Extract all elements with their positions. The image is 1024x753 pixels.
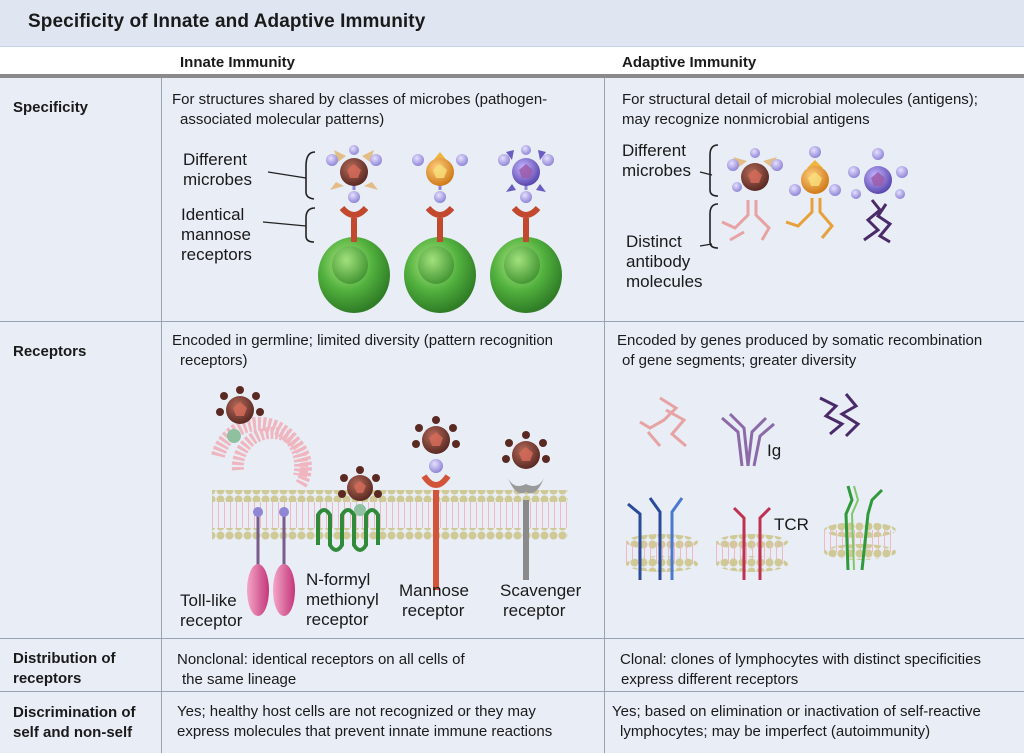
specificity-adaptive-text: For structural detail of microbial molec… (622, 91, 978, 128)
receptors-innate-text: Encoded in germline; limited diversity (… (172, 332, 554, 369)
row-label-receptors: Receptors (13, 343, 87, 360)
row-divider (0, 321, 1024, 322)
column-divider (604, 78, 605, 753)
label-identical-receptors: Identical mannose receptors (181, 205, 252, 264)
row-receptors (0, 322, 1024, 638)
discrimination-adaptive-text: Yes; based on elimination or inactivatio… (612, 703, 981, 740)
distribution-adaptive-text: Clonal: clones of lymphocytes with disti… (620, 651, 981, 688)
label-toll-like-receptor: Toll-like receptor (180, 591, 243, 630)
header-divider (0, 74, 1024, 78)
row-label-specificity: Specificity (13, 99, 89, 116)
row-divider (0, 638, 1024, 639)
label-nformyl-receptor: N-formyl methionyl receptor (306, 570, 379, 629)
label-scavenger-receptor: Scavenger receptor (500, 581, 582, 620)
mannose-receptor (421, 459, 451, 590)
nformyl-receptor (316, 504, 380, 552)
row-label-discrimination: Discrimination of self and non-self (13, 704, 136, 741)
label-mannose-receptor: Mannose receptor (399, 581, 469, 620)
row-label-distribution: Distribution of receptors (13, 650, 116, 687)
discrimination-innate-text: Yes; healthy host cells are not recogniz… (177, 703, 553, 740)
receptors-adaptive-text: Encoded by genes produced by somatic rec… (617, 332, 983, 369)
label-different-microbes-adaptive: Different microbes (622, 141, 691, 180)
label-tcr: TCR (774, 515, 809, 534)
label-ig: Ig (767, 441, 782, 460)
column-divider (161, 78, 162, 753)
column-header-adaptive: Adaptive Immunity (622, 54, 757, 71)
specificity-innate-text: For structures shared by classes of micr… (172, 91, 548, 128)
distribution-innate-text: Nonclonal: identical receptors on all ce… (177, 651, 465, 688)
row-divider (0, 691, 1024, 692)
label-distinct-antibody: Distinct antibody molecules (626, 232, 703, 291)
row-discrimination (0, 692, 1024, 753)
column-header-innate: Innate Immunity (180, 54, 296, 71)
toll-like-receptor (211, 416, 312, 616)
scavenger-receptor (508, 478, 544, 580)
title-bar: Specificity of Innate and Adaptive Immun… (0, 0, 1024, 47)
row-distribution (0, 639, 1024, 691)
page-title: Specificity of Innate and Adaptive Immun… (28, 11, 426, 32)
label-different-microbes-innate: Different microbes (183, 150, 252, 189)
